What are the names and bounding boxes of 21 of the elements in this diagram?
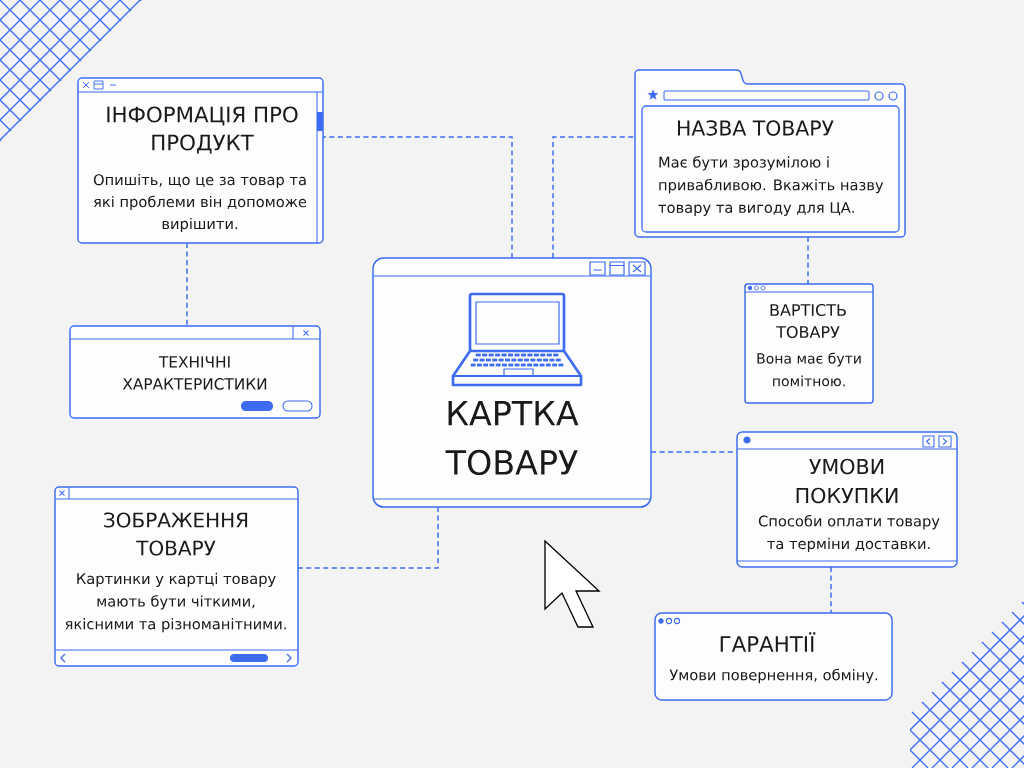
description: Способи оплати товару та терміни доставки. [758, 514, 940, 553]
heading: КАРТКА ТОВАРУ [445, 400, 579, 476]
heading: НАЗВА ТОВАРУ [678, 120, 834, 136]
connector-line [830, 566, 832, 614]
heading: ЗОБРАЖЕННЯ ТОВАРУ [104, 512, 248, 556]
heading: ТЕХНІЧНІ ХАРАКТЕРИСТИКИ [122, 356, 267, 390]
connector-line [807, 236, 809, 285]
connector-line [552, 136, 636, 259]
connector-line [322, 136, 513, 259]
description: Картинки у картці товару мають бути чіткими, якісними та різноманітними. [65, 572, 286, 633]
heading: УМОВИ ПОКУПКИ [796, 458, 898, 504]
connector-line [650, 451, 738, 453]
description: Опишіть, що це за товар та які проблеми він допоможе вирішити. [93, 173, 307, 233]
connector-line [297, 506, 439, 569]
heading: ВАРТІСТЬ ТОВАРУ [770, 303, 846, 339]
description: Вона має бути помітною. [757, 352, 861, 387]
heading: ІНФОРМАЦІЯ ПРО ПРОДУКТ [107, 106, 298, 154]
description: Умови повернення, обміну. [669, 668, 878, 684]
heading: ГАРАНТІЇ [720, 632, 816, 652]
description: Має бути зрозумілою і привабливою. Вкажіть назву товару та вигоду для ЦА. [658, 156, 884, 216]
connector-line [186, 242, 188, 327]
